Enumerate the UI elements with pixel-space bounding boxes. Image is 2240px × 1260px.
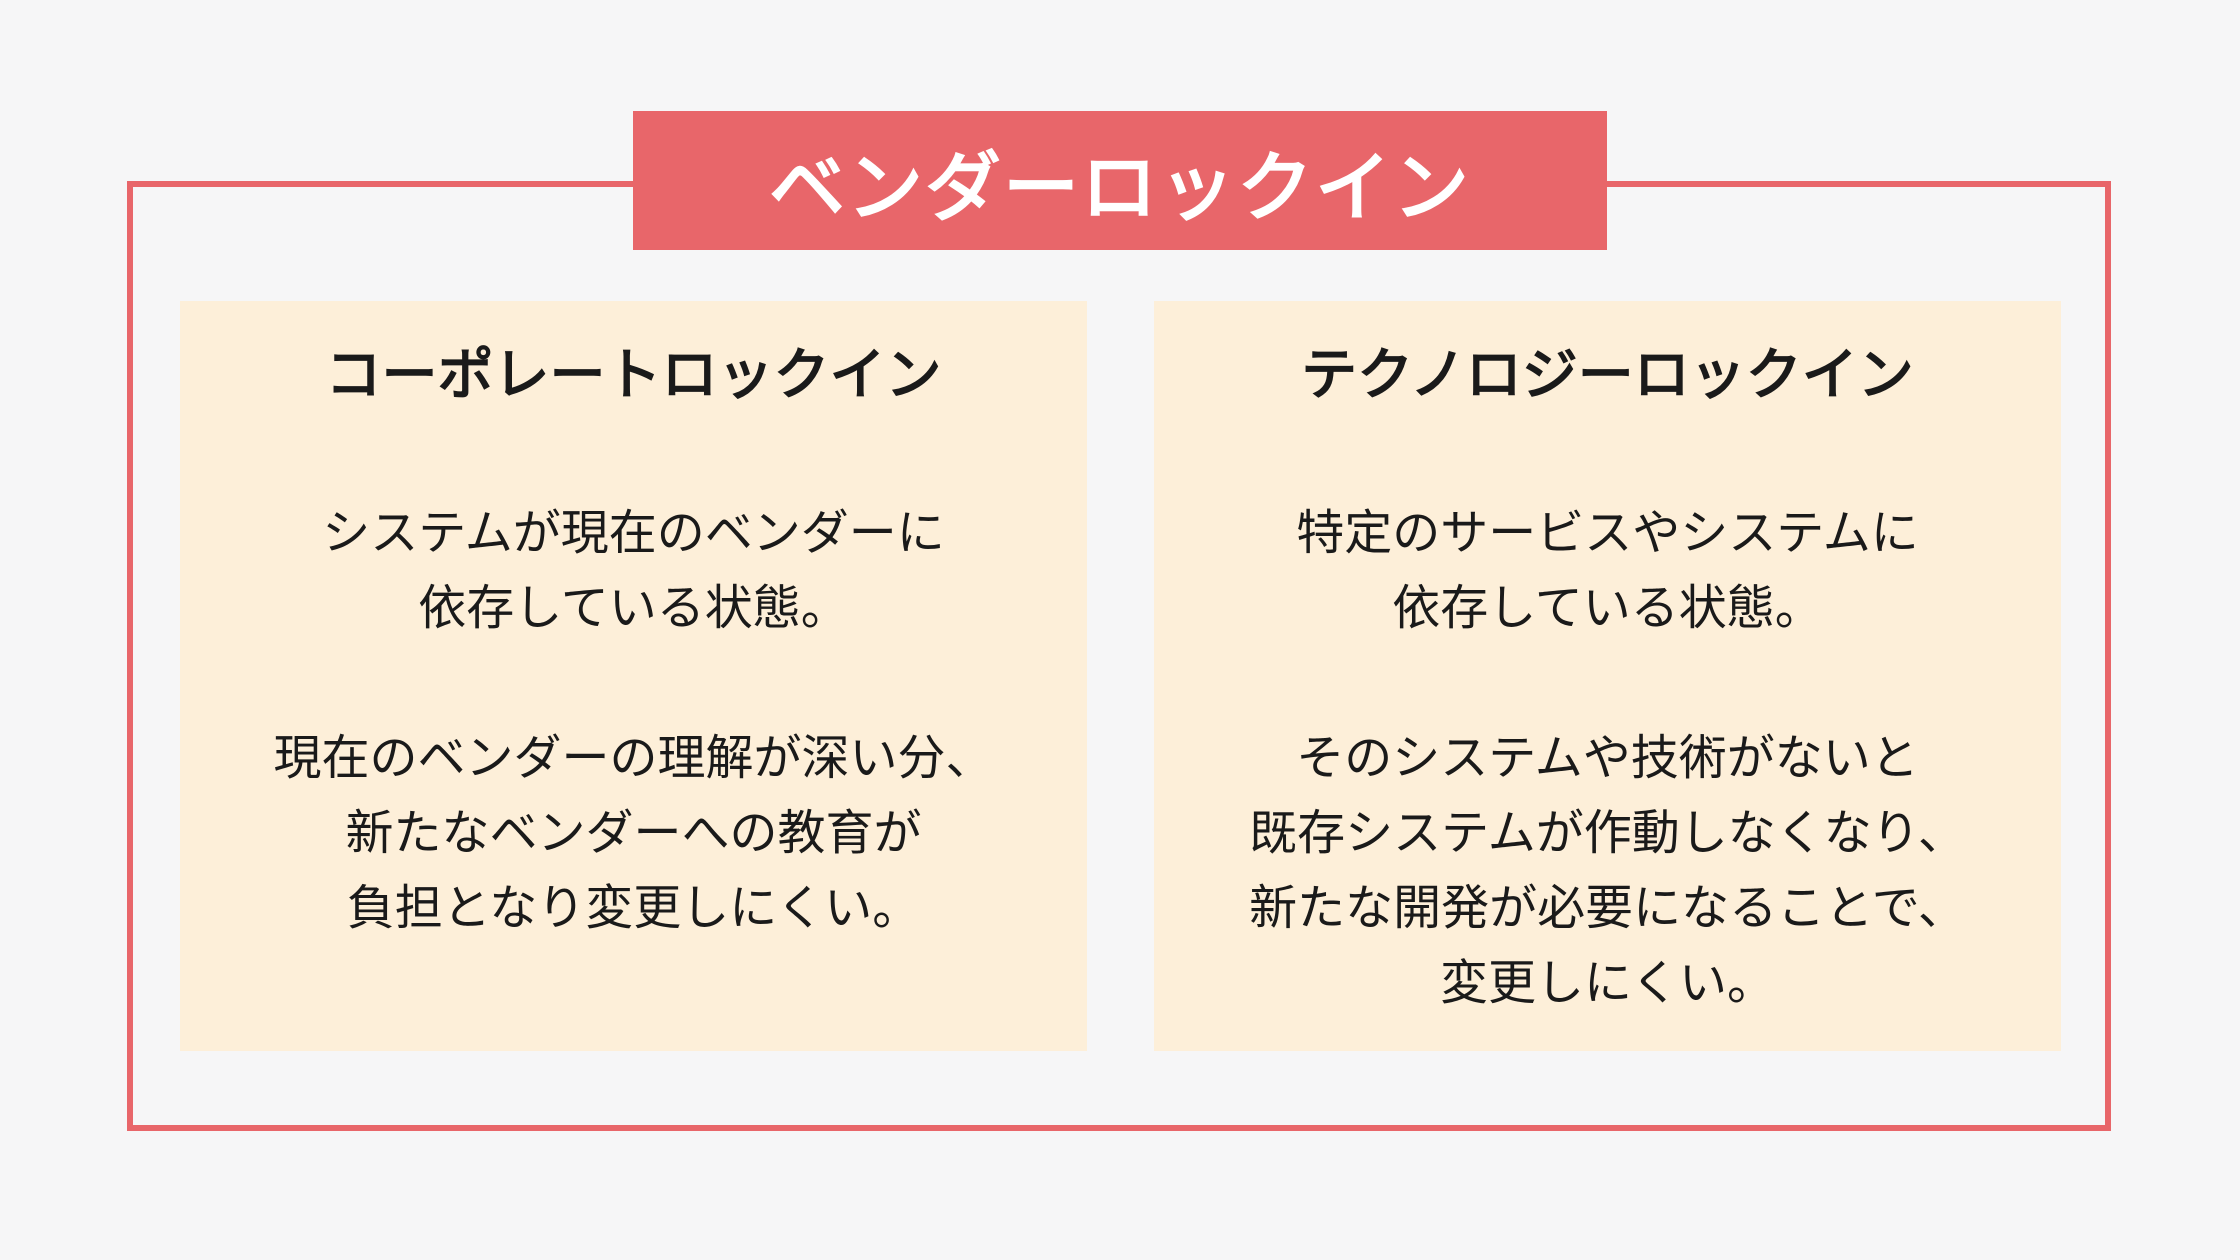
card-text-line: 負担となり変更しにくい。 bbox=[346, 880, 921, 936]
card-text-line: 新たな開発が必要になることで、 bbox=[1249, 880, 1966, 936]
card-heading: コーポレートロックイン bbox=[325, 343, 942, 408]
card-paragraph: 現在のベンダーの理解が深い分、 新たなベンダーへの教育が 負担となり変更しにくい… bbox=[180, 721, 1087, 946]
diagram-title: ベンダーロックイン bbox=[769, 142, 1471, 232]
card-text-line: そのシステムや技術がないと bbox=[1296, 730, 1919, 786]
card-paragraph: 特定のサービスやシステムに 依存している状態。 bbox=[1154, 496, 2061, 646]
card-text-line: 現在のベンダーの理解が深い分、 bbox=[273, 730, 994, 786]
card-text-line: 変更しにくい。 bbox=[1439, 955, 1776, 1011]
card-text-line: 既存システムが作動しなくなり、 bbox=[1249, 805, 1966, 861]
card-paragraph: システムが現在のベンダーに 依存している状態。 bbox=[180, 496, 1087, 646]
card-text-line: 新たなベンダーへの教育が bbox=[345, 805, 922, 861]
title-banner: ベンダーロックイン bbox=[633, 111, 1607, 250]
card-text-line: システムが現在のベンダーに bbox=[322, 505, 945, 561]
card-body: システムが現在のベンダーに 依存している状態。 現在のベンダーの理解が深い分、 … bbox=[180, 496, 1087, 946]
card-technology-lock-in: テクノロジーロックイン 特定のサービスやシステムに 依存している状態。 そのシス… bbox=[1154, 301, 2061, 1051]
card-heading: テクノロジーロックイン bbox=[1301, 343, 1914, 408]
card-text-line: 依存している状態。 bbox=[418, 580, 849, 636]
card-body: 特定のサービスやシステムに 依存している状態。 そのシステムや技術がないと 既存… bbox=[1154, 496, 2061, 1021]
card-text-line: 特定のサービスやシステムに bbox=[1296, 505, 1919, 561]
card-corporate-lock-in: コーポレートロックイン システムが現在のベンダーに 依存している状態。 現在のベ… bbox=[180, 301, 1087, 1051]
card-text-line: 依存している状態。 bbox=[1392, 580, 1823, 636]
card-paragraph: そのシステムや技術がないと 既存システムが作動しなくなり、 新たな開発が必要にな… bbox=[1154, 721, 2061, 1021]
